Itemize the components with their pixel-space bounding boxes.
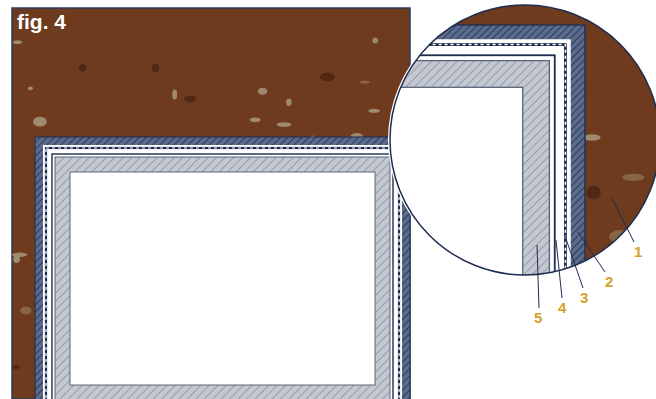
callout-number: 1 <box>634 244 642 259</box>
callout-number: 3 <box>580 290 588 305</box>
figure-label: fig. 4 <box>17 11 66 32</box>
callout-number: 5 <box>534 310 542 325</box>
callout-number: 2 <box>605 274 613 289</box>
callout-number: 4 <box>558 300 566 315</box>
